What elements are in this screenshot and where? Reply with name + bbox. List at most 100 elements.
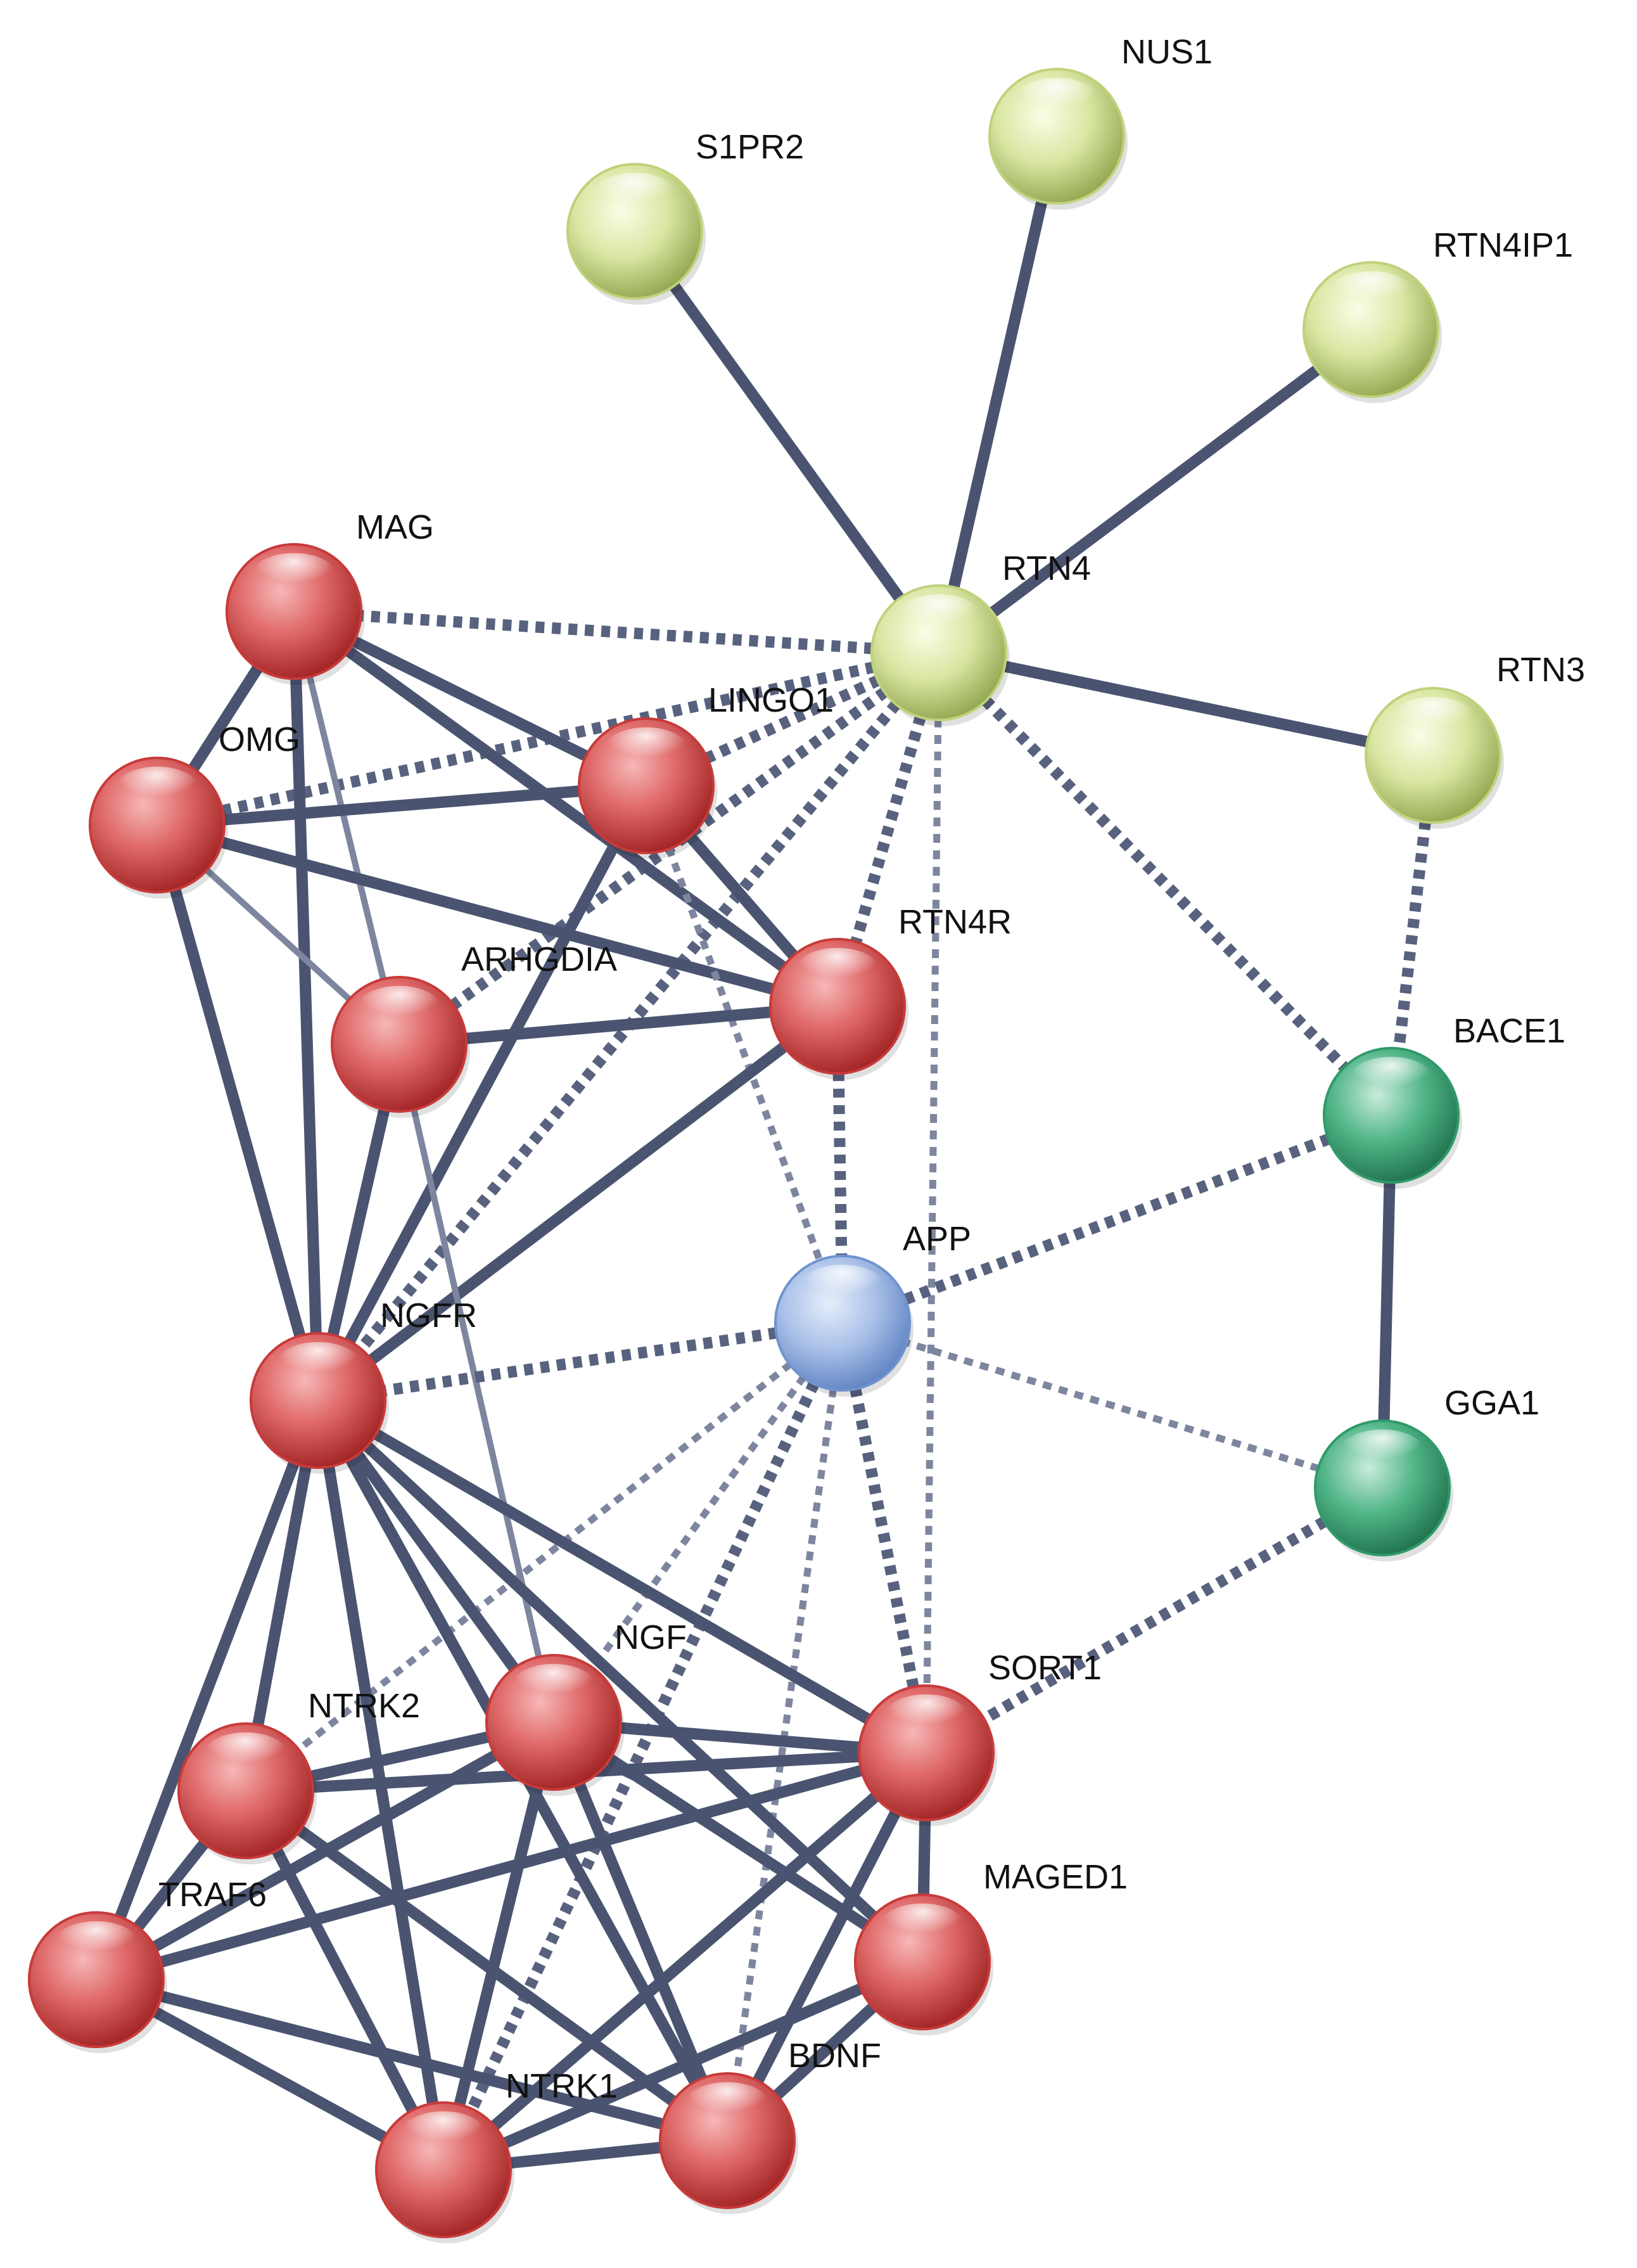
node-highlight (512, 1663, 596, 1707)
node-label: NGF (615, 1618, 687, 1656)
node-label: NTRK2 (308, 1687, 420, 1725)
node-traf6[interactable]: TRAF6 (28, 1876, 267, 2053)
node-highlight (115, 766, 199, 810)
node-lingo1[interactable]: LINGO1 (578, 681, 834, 859)
edge-layer (91, 134, 1439, 2175)
edge-ngfr-sort1 (315, 1395, 929, 1758)
node-highlight (881, 1903, 964, 1947)
node-bdnf[interactable]: BDNF (659, 2037, 881, 2214)
edge-ngf-maged1 (551, 1717, 926, 1967)
edge-arhgdia-ngf (396, 1043, 557, 1724)
edge-rtn4-rtn4ip1 (935, 324, 1375, 658)
node-bace1[interactable]: BACE1 (1323, 1012, 1565, 1189)
node-highlight (1391, 696, 1475, 740)
node-ntrk1[interactable]: NTRK1 (375, 2067, 618, 2243)
edge-app-bdnf (723, 1323, 846, 2141)
node-ngfr[interactable]: NGFR (250, 1297, 477, 1474)
edge-maged1-ntrk1 (441, 1956, 925, 2175)
edge-omg-ngfr (151, 823, 324, 1402)
node-label: SORT1 (988, 1649, 1102, 1687)
edge-sort1-bdnf (722, 1750, 932, 2144)
node-highlight (593, 172, 677, 216)
node-highlight (276, 1342, 360, 1385)
edge-mag-ngfr (288, 611, 324, 1401)
node-highlight (1349, 1056, 1433, 1100)
edge-sort1-ntrk1 (440, 1748, 930, 2174)
edge-gga1-app (841, 1319, 1384, 1492)
node-label: RTN3 (1496, 651, 1585, 689)
node-sort1[interactable]: SORT1 (858, 1649, 1102, 1826)
node-highlight (1341, 1429, 1424, 1473)
edge-app-sort1 (837, 1322, 932, 1754)
edge-omg-rtn4r (155, 819, 839, 1012)
node-arhgdia[interactable]: ARHGDIA (331, 940, 617, 1118)
node-gga1[interactable]: GGA1 (1314, 1384, 1539, 1561)
edge-rtn4r-arhgdia (398, 1001, 838, 1050)
node-highlight (884, 1694, 968, 1738)
edge-ntrk2-ntrk1 (241, 1788, 449, 2173)
node-label: BACE1 (1453, 1012, 1565, 1050)
node-label: MAG (356, 508, 434, 546)
node-rtn4[interactable]: RTN4 (870, 549, 1091, 726)
node-label: MAGED1 (983, 1858, 1128, 1896)
edge-rtn4r-ngfr (314, 1001, 841, 1406)
edge-sort1-traf6 (94, 1747, 928, 1985)
node-label: S1PR2 (696, 128, 804, 166)
edge-app-ntrk1 (438, 1321, 848, 2172)
edge-ngf-bdnf (548, 1720, 733, 2143)
edge-rtn4-nus1 (933, 134, 1062, 655)
node-maged1[interactable]: MAGED1 (854, 1858, 1128, 2035)
edge-rtn4-rtn4r (832, 651, 945, 1008)
node-highlight (604, 727, 688, 771)
node-label: OMG (219, 721, 300, 759)
node-label: APP (903, 1220, 971, 1258)
edge-ngfr-maged1 (314, 1396, 927, 1966)
node-ntrk2[interactable]: NTRK2 (177, 1687, 420, 1864)
node-rtn4ip1[interactable]: RTN4IP1 (1303, 226, 1573, 403)
node-highlight (402, 2111, 485, 2155)
edge-ngfr-traf6 (91, 1398, 324, 1982)
node-label: RTN4R (898, 903, 1012, 941)
edge-app-ntrk2 (243, 1320, 845, 1794)
node-highlight (1329, 271, 1413, 314)
node-label: NUS1 (1121, 33, 1213, 71)
node-highlight (357, 985, 441, 1029)
edge-rtn4-s1pr2 (630, 227, 944, 657)
node-highlight (801, 1264, 884, 1308)
node-highlight (1015, 77, 1099, 121)
edge-lingo1-ngfr (313, 783, 651, 1404)
edge-rtn4-rtn3 (938, 647, 1434, 761)
node-rtn3[interactable]: RTN3 (1365, 651, 1585, 829)
edge-ngf-ntrk1 (438, 1720, 559, 2172)
edge-app-ngfr (317, 1317, 844, 1406)
node-omg[interactable]: OMG (89, 721, 300, 899)
edge-gga1-sort1 (923, 1483, 1385, 1758)
node-label: NTRK1 (506, 2067, 618, 2105)
edge-lingo1-app (642, 785, 846, 1324)
node-rtn4r[interactable]: RTN4R (769, 903, 1012, 1080)
edge-rtn4-mag (293, 606, 940, 658)
node-highlight (897, 594, 981, 637)
node-highlight (204, 1732, 288, 1776)
node-label: RTN4IP1 (1433, 226, 1573, 264)
node-s1pr2[interactable]: S1PR2 (566, 128, 804, 305)
node-highlight (796, 947, 879, 991)
node-label: TRAF6 (158, 1876, 267, 1914)
node-highlight (685, 2082, 769, 2125)
edge-mag-rtn4r (290, 606, 841, 1011)
node-nus1[interactable]: NUS1 (988, 33, 1213, 210)
node-label: ARHGDIA (461, 940, 617, 978)
node-label: LINGO1 (708, 681, 834, 719)
node-ngf[interactable]: NGF (485, 1618, 687, 1796)
node-label: RTN4 (1002, 549, 1091, 587)
node-mag[interactable]: MAG (226, 508, 434, 685)
node-highlight (54, 1921, 138, 1964)
node-app[interactable]: APP (774, 1220, 971, 1397)
edge-bace1-app (840, 1110, 1394, 1329)
node-label: BDNF (788, 2037, 881, 2075)
edge-omg-lingo1 (156, 780, 647, 831)
edge-traf6-bdnf (94, 1974, 729, 2146)
edge-rtn4-bace1 (934, 648, 1396, 1120)
